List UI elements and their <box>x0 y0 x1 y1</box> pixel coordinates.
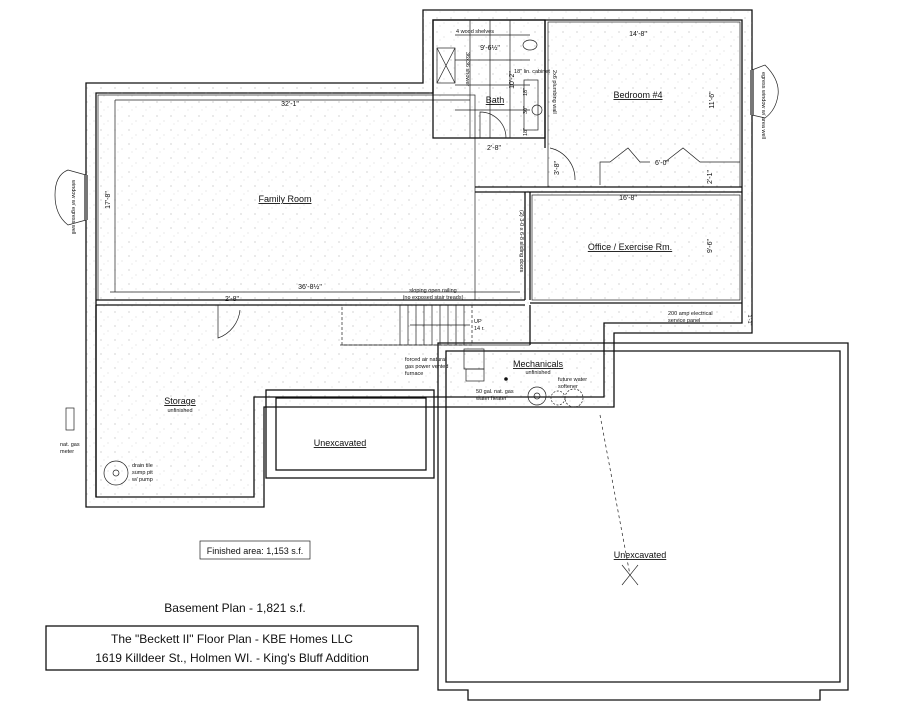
dim: 14'-8" <box>629 31 647 38</box>
note: 200 amp electrical <box>668 311 713 317</box>
mechanicals-label: Mechanicals <box>513 359 564 369</box>
note: w/ pump <box>131 477 153 483</box>
dim: 3'-8" <box>554 161 561 175</box>
note: 2x6 plumbing wall <box>551 70 557 114</box>
dim: 14 r. <box>474 326 485 332</box>
dim: 17'-8" <box>105 191 112 209</box>
finished-area-box <box>199 540 311 560</box>
dim: 9'-6" <box>707 239 714 253</box>
dim: 2'-8" <box>225 296 239 303</box>
note: window w/ egress well <box>70 179 76 234</box>
dimensions: 32'-1" 36'-8½" 17'-8" 14'-8" 11'-6" 9'-6… <box>105 31 752 332</box>
egress-window-right <box>751 64 779 119</box>
office-label: Office / Exercise Rm. <box>588 242 672 252</box>
bath <box>432 19 546 139</box>
sump-pit <box>103 460 129 486</box>
foundation-walls <box>85 9 849 701</box>
notes: 4 wood shelves 18" lin. cabinet 36x36 sh… <box>60 29 766 483</box>
note: softener <box>558 384 578 390</box>
plan-title: Basement Plan - 1,821 s.f. <box>164 601 305 615</box>
note: (no exposed stair treads) <box>403 295 464 301</box>
dim: 18" <box>523 88 529 96</box>
note: sump pit <box>132 470 153 476</box>
dim: 9'-6½" <box>480 44 500 52</box>
storage-sub: unfinished <box>167 408 192 414</box>
dim: 36'-8½" <box>298 283 322 291</box>
family-room-label: Family Room <box>258 194 311 204</box>
note: water heater <box>475 396 507 402</box>
note: nat. gas <box>60 442 80 448</box>
title-line-2: 1619 Killdeer St., Holmen WI. - King's B… <box>95 651 369 665</box>
water-heater <box>527 386 547 406</box>
note: egress window w/ area well <box>760 72 766 139</box>
dim: 30" <box>523 106 529 114</box>
mechanicals-sub: unfinished <box>525 370 550 376</box>
dim: 10'-2" <box>509 71 516 89</box>
note: 4 wood shelves <box>456 29 494 35</box>
note: sloping open railing <box>409 288 456 294</box>
dim: 1'-1" <box>746 315 752 326</box>
dim: 6'-0" <box>655 160 669 167</box>
dim: 2'-1" <box>707 170 714 184</box>
title-block <box>45 625 419 671</box>
note: 18" lin. cabinet <box>514 69 550 75</box>
egress-window-left <box>54 169 87 226</box>
gas-meter <box>65 407 75 431</box>
note: drain tile <box>132 463 153 469</box>
note: 50 gal. nat. gas <box>476 389 514 395</box>
note: furnace <box>405 371 423 377</box>
bath-label: Bath <box>486 95 505 105</box>
unexcavated-large-label: Unexcavated <box>614 550 667 560</box>
note: gas power vented <box>405 364 448 370</box>
note: service panel <box>668 318 700 324</box>
dim: 11'-6" <box>709 91 716 109</box>
dim: 16'-8" <box>619 195 637 202</box>
dim: 2'-8" <box>487 145 501 152</box>
note: forced air natural <box>405 357 446 363</box>
note: 36x36 shower <box>464 52 470 86</box>
storage-label: Storage <box>164 396 196 406</box>
note: (2) 3-0 x 6-8 sliding doors <box>518 210 524 273</box>
dim: 18" <box>523 128 529 136</box>
note: meter <box>60 449 74 455</box>
stair <box>340 304 531 346</box>
finished-area: Finished area: 1,153 s.f. <box>207 546 304 556</box>
bedroom-label: Bedroom #4 <box>613 90 662 100</box>
note: future water <box>558 377 587 383</box>
note: UP <box>474 319 482 325</box>
unexcavated-small-label: Unexcavated <box>314 438 367 448</box>
office-area <box>531 194 741 301</box>
dim: 32'-1" <box>281 101 299 108</box>
title-line-1: The "Beckett II" Floor Plan - KBE Homes … <box>111 632 353 646</box>
